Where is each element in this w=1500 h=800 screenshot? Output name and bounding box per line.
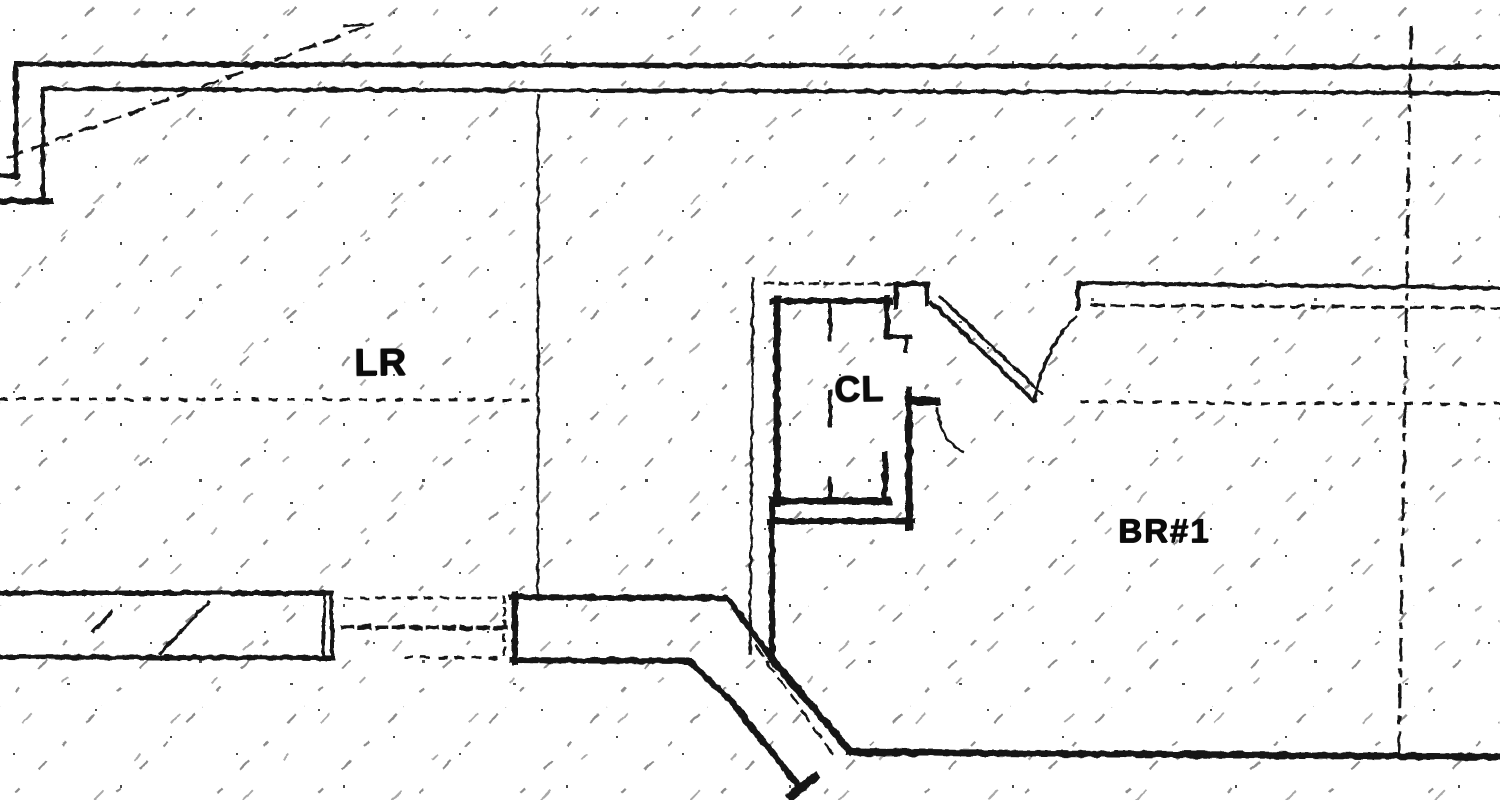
window-dashed-bottom <box>403 655 508 660</box>
door-hinge-jamb-box <box>893 281 930 310</box>
corridor-left-wall <box>727 697 806 794</box>
mid-wall-bottom-edge <box>508 656 737 707</box>
planter-hatch-mark-2 <box>158 599 211 656</box>
planter-hatch-mark-1 <box>90 609 115 635</box>
br1-dashed-centerline <box>1080 400 1500 406</box>
corridor-end-cap <box>784 770 822 800</box>
window-dashed-middle <box>340 624 511 631</box>
small-door-swing-arc <box>935 406 965 454</box>
room-label-closet: CL <box>833 367 885 410</box>
walls-layer <box>0 22 1500 800</box>
planter-bottom-edge <box>0 654 336 661</box>
lr-dashed-centerline <box>0 397 536 402</box>
room-label-bedroom-1: BR#1 <box>1118 512 1211 549</box>
room-label-living-room: LR <box>353 341 407 385</box>
corridor-dashed-centerline <box>754 644 836 758</box>
mid-wall-top-edge <box>508 593 776 662</box>
diagonal-reference-dashed-line <box>6 25 367 160</box>
door-leaf-line-2 <box>937 294 1045 397</box>
closet-header-dashed-line <box>763 281 902 286</box>
hall-existing-wall-line <box>748 277 755 656</box>
door-leaf-line-1 <box>928 299 1037 404</box>
vertical-dashed-gridline <box>1397 26 1413 755</box>
top-inner-wall <box>41 86 1500 203</box>
diagonal-reference-tail <box>342 22 374 28</box>
top-outer-wall <box>13 61 1500 180</box>
door-swing-arc-large <box>1033 314 1079 401</box>
br1-bottom-wall <box>845 748 1500 761</box>
br1-top-wall <box>1076 280 1500 310</box>
br1-top-wall-dashed-face <box>1090 303 1500 310</box>
corridor-right-wall <box>767 654 856 757</box>
